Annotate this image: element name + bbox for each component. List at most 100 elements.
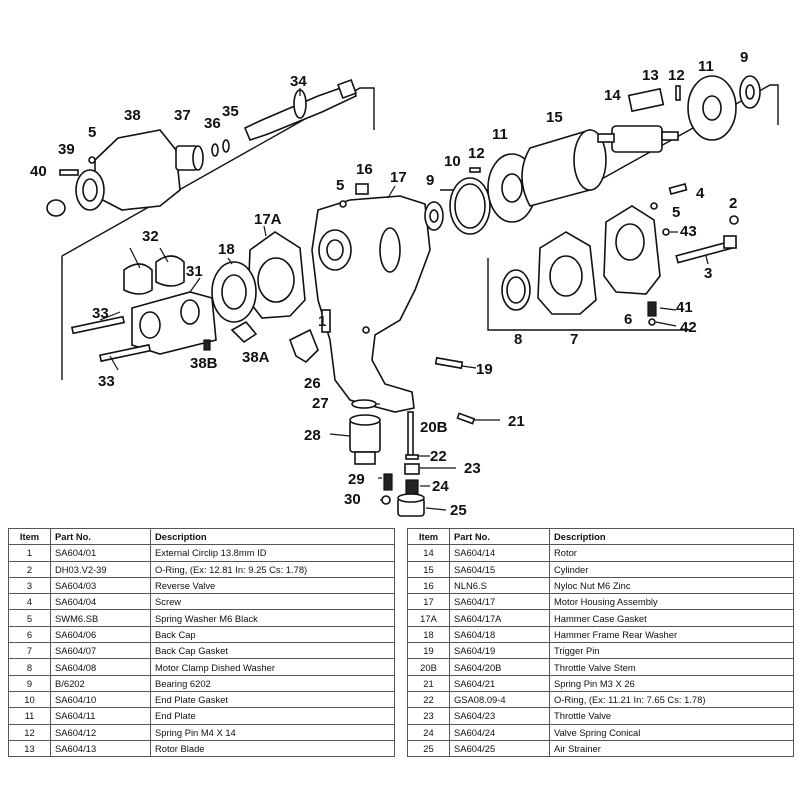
cell-part-no: SA604/17A (449, 609, 550, 627)
cell-item: 18 (407, 625, 450, 644)
cell-item: 1 (8, 544, 51, 562)
callout-28: 28 (304, 427, 321, 444)
cell-part-no: SA604/13 (50, 739, 151, 758)
callout-21: 21 (508, 413, 525, 430)
cell-item: 25 (407, 739, 450, 758)
cell-description: Spring Pin M3 X 26 (549, 674, 794, 692)
callout-14: 14 (604, 87, 621, 104)
cell-part-no: SA604/20B (449, 658, 550, 676)
hammer-case-part (75, 129, 181, 211)
part-43 (662, 228, 670, 236)
cell-item: 15 (407, 560, 450, 578)
leader-lines (99, 88, 709, 511)
cell-description: Air Strainer (549, 739, 794, 758)
cell-item: 10 (8, 690, 51, 709)
cell-description: Spring Pin M4 X 14 (150, 723, 395, 741)
cell-description: Trigger Pin (549, 642, 794, 660)
callout-26: 26 (304, 375, 321, 392)
air-strainer-part-25 (397, 493, 425, 517)
cell-description: Back Cap Gasket (150, 642, 395, 660)
callout-33a: 33 (92, 305, 109, 322)
cell-item: 24 (407, 723, 450, 741)
rotor-blade-part-13 (627, 87, 665, 113)
screw-part-39 (59, 169, 79, 176)
motor-housing-part (311, 195, 431, 413)
callout-labels: 1 2 3 4 5 5 5 6 7 8 9 9 10 11 11 12 12 1… (30, 49, 748, 519)
cell-item: 17A (407, 609, 450, 627)
ball-part-30 (381, 495, 391, 505)
spring-pin-part-21 (456, 412, 476, 425)
cell-description: External Circlip 13.8mm ID (150, 544, 395, 562)
callout-25: 25 (450, 502, 467, 519)
cell-item: 3 (8, 576, 51, 595)
cell-part-no: GSA08.09-4 (449, 690, 550, 709)
callout-38a: 38A (242, 349, 270, 366)
callout-34: 34 (290, 73, 307, 90)
cell-description: Throttle Valve Stem (549, 658, 794, 676)
callout-5c: 5 (672, 204, 680, 221)
cell-item: 23 (407, 707, 450, 725)
callout-5a: 5 (88, 124, 96, 141)
header-description: Description (150, 527, 395, 546)
spring-part-41 (647, 301, 657, 317)
callout-31: 31 (186, 263, 203, 280)
cell-part-no: SA604/15 (449, 560, 550, 578)
header-item: Item (8, 527, 51, 546)
callout-35: 35 (222, 103, 239, 120)
callout-39: 39 (58, 141, 75, 158)
callout-15: 15 (546, 109, 563, 126)
callout-2: 2 (729, 195, 737, 212)
cell-item: 17 (407, 593, 450, 611)
callout-38: 38 (124, 107, 141, 124)
oring-part-27 (351, 399, 377, 409)
end-plate-part-11b (687, 75, 737, 141)
hammer-frame-rear-washer-part (211, 261, 257, 323)
callout-38b: 38B (190, 355, 218, 372)
trigger-pin-part-19 (434, 356, 464, 370)
cell-description: End Plate Gasket (150, 690, 395, 709)
cylinder-part-15 (521, 129, 607, 207)
cell-part-no: SA604/04 (50, 593, 151, 611)
cell-description: Valve Spring Conical (549, 723, 794, 741)
ball-part-42 (648, 318, 656, 326)
cell-item: 20B (407, 658, 450, 676)
bearing-part-9b (739, 75, 761, 109)
callout-17: 17 (390, 169, 407, 186)
hammer-case-gasket-part (247, 231, 306, 319)
callout-4: 4 (696, 185, 705, 202)
cell-description: Motor Clamp Dished Washer (150, 658, 395, 676)
callout-29: 29 (348, 471, 365, 488)
callout-11a: 11 (492, 126, 508, 143)
throttle-valve-part-23 (404, 463, 420, 475)
hammer-part-37 (175, 145, 204, 171)
callout-37: 37 (174, 107, 191, 124)
cell-description: Bearing 6202 (150, 674, 395, 692)
exploded-parts-diagram: 1 2 3 4 5 5 5 6 7 8 9 9 10 11 11 12 12 1… (30, 49, 779, 519)
cell-item: 11 (8, 707, 51, 725)
anvil-spindle-part (243, 79, 357, 141)
callout-16: 16 (356, 161, 373, 178)
cell-item: 12 (8, 723, 51, 741)
inlet-part-28 (349, 414, 381, 465)
cell-description: Rotor (549, 544, 794, 562)
bearing-part-9a (424, 201, 444, 231)
table-header-row: Item Part No. Description (407, 527, 794, 546)
cell-part-no: SA604/18 (449, 625, 550, 644)
cell-description: End Plate (150, 707, 395, 725)
washer-part-36 (211, 143, 219, 157)
